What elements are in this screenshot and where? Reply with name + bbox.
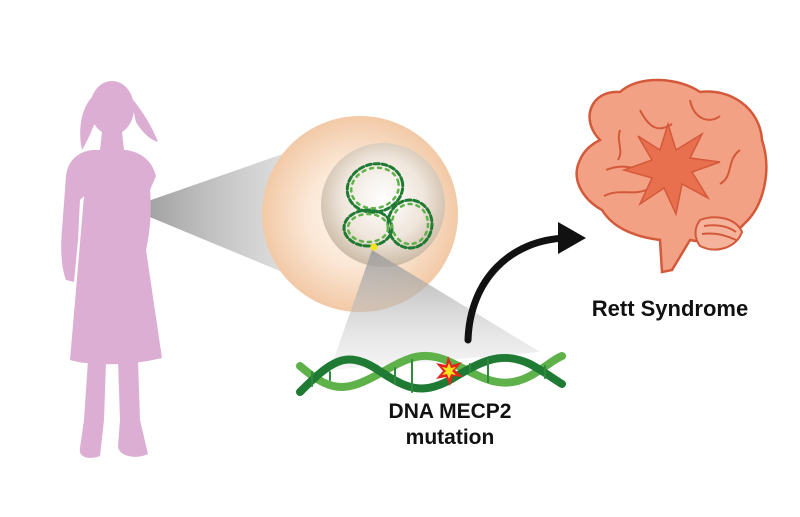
- curved-arrow-icon: [464, 222, 586, 344]
- nucleus: [321, 143, 445, 267]
- girl-silhouette-icon: [61, 81, 162, 458]
- dna-label-line2: mutation: [405, 426, 495, 449]
- syndrome-label: Rett Syndrome: [591, 296, 749, 321]
- chromosome-icon: [342, 162, 434, 251]
- zoom-beam-nucleus-to-dna: [330, 250, 540, 370]
- brain-icon: [575, 78, 768, 274]
- dna-label-line1: DNA MECP2: [388, 400, 512, 423]
- mutation-burst-icon: [436, 356, 463, 386]
